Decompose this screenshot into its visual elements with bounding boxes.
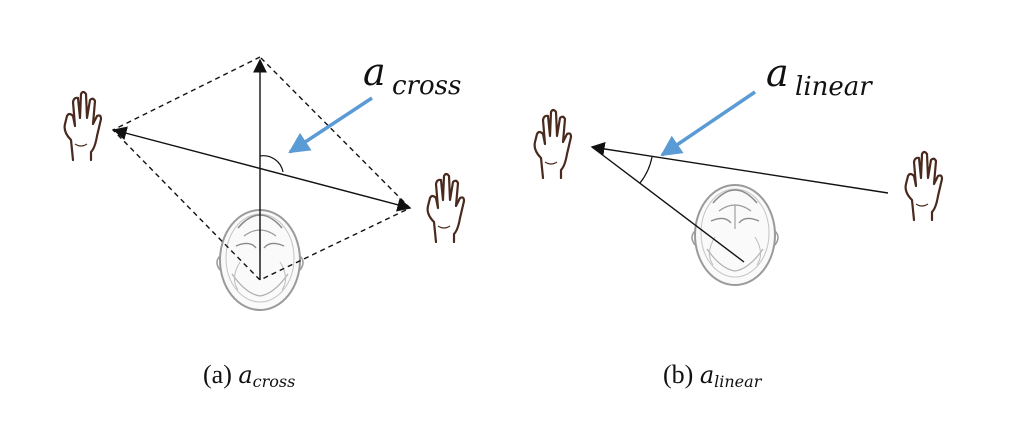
annotation-arrow-b bbox=[660, 90, 756, 157]
label-b-base: a bbox=[766, 51, 789, 95]
panel-a: a cross bbox=[63, 50, 466, 311]
panel-b: a linear bbox=[533, 51, 944, 286]
angle-arc-b bbox=[639, 156, 653, 184]
caption-b-symbol: a bbox=[699, 361, 715, 389]
right-hand-a-icon bbox=[426, 172, 466, 244]
head-b-icon bbox=[691, 184, 779, 286]
caption-a-prefix: (a) bbox=[203, 360, 232, 389]
linear-vector bbox=[590, 142, 889, 194]
label-b-sub: linear bbox=[795, 72, 873, 102]
label-a-base: a bbox=[363, 50, 386, 94]
left-hand-b-icon bbox=[533, 108, 573, 180]
caption-b-subscript: linear bbox=[714, 372, 762, 391]
caption-b: (b) alinear bbox=[663, 360, 761, 391]
caption-a: (a) across bbox=[203, 360, 295, 391]
caption-b-prefix: (b) bbox=[663, 360, 694, 389]
label-a-sub: cross bbox=[392, 71, 461, 101]
caption-a-subscript: cross bbox=[252, 372, 296, 391]
head-to-hand-line bbox=[591, 146, 745, 263]
right-hand-b-icon bbox=[904, 150, 944, 222]
caption-a-symbol: a bbox=[238, 361, 253, 389]
annotation-arrow-a bbox=[288, 96, 373, 154]
angle-arc-a bbox=[259, 155, 284, 173]
left-hand-a-icon bbox=[63, 90, 103, 162]
cross-vector bbox=[112, 126, 412, 212]
parallelogram-dashed bbox=[111, 56, 412, 281]
